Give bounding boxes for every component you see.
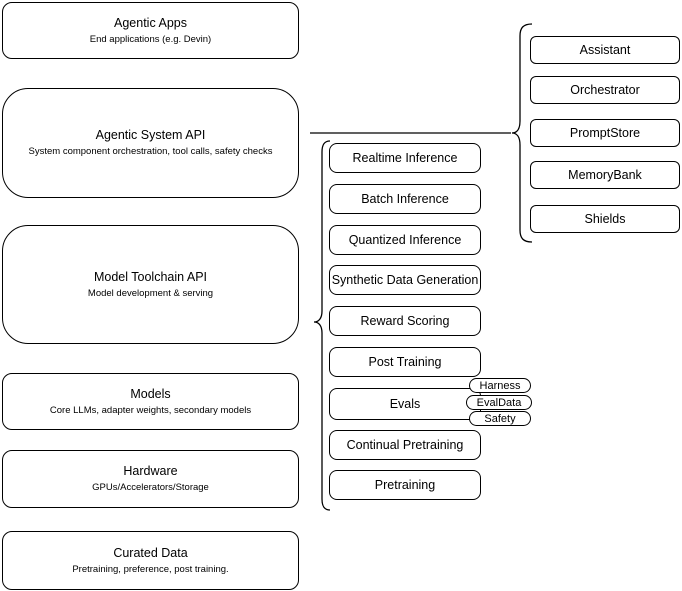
- node-agentic-apps: Agentic Apps End applications (e.g. Devi…: [2, 2, 299, 59]
- node-models: Models Core LLMs, adapter weights, secon…: [2, 373, 299, 430]
- node-title: Models: [130, 386, 171, 401]
- node-subtitle: End applications (e.g. Devin): [89, 33, 212, 45]
- node-title: Agentic System API: [95, 128, 206, 142]
- node-promptstore: PromptStore: [530, 119, 680, 147]
- node-subtitle: GPUs/Accelerators/Storage: [92, 482, 209, 493]
- node-quantized-inference: Quantized Inference: [329, 225, 481, 255]
- node-pretraining: Pretraining: [329, 470, 481, 500]
- node-hardware: Hardware GPUs/Accelerators/Storage: [2, 450, 299, 508]
- node-realtime-inference: Realtime Inference: [329, 143, 481, 173]
- node-title: Model Toolchain API: [93, 269, 208, 284]
- node-agentic-system-api: Agentic System API System component orch…: [2, 88, 299, 198]
- brace-system-components: [511, 23, 533, 243]
- tag-safety: Safety: [469, 411, 531, 426]
- brace-toolchain-items: [313, 140, 331, 511]
- node-title: Agentic Apps: [114, 15, 187, 30]
- node-orchestrator: Orchestrator: [530, 76, 680, 104]
- node-subtitle: System component orchestration, tool cal…: [28, 146, 273, 157]
- node-subtitle: Pretraining, preference, post training.: [72, 563, 229, 575]
- node-subtitle: Model development & serving: [87, 287, 214, 299]
- node-post-training: Post Training: [329, 347, 481, 377]
- tag-evaldata: EvalData: [466, 395, 532, 410]
- node-synthetic-data-generation: Synthetic Data Generation: [329, 265, 481, 295]
- node-title: Curated Data: [113, 545, 188, 560]
- tag-harness: Harness: [469, 378, 531, 393]
- node-curated-data: Curated Data Pretraining, preference, po…: [2, 531, 299, 590]
- node-memorybank: MemoryBank: [530, 161, 680, 189]
- node-continual-pretraining: Continual Pretraining: [329, 430, 481, 460]
- node-evals: Evals: [329, 388, 481, 420]
- node-assistant: Assistant: [530, 36, 680, 64]
- node-batch-inference: Batch Inference: [329, 184, 481, 214]
- node-shields: Shields: [530, 205, 680, 233]
- node-model-toolchain-api: Model Toolchain API Model development & …: [2, 225, 299, 344]
- node-subtitle: Core LLMs, adapter weights, secondary mo…: [49, 404, 252, 416]
- node-title: Hardware: [123, 464, 178, 478]
- node-reward-scoring: Reward Scoring: [329, 306, 481, 336]
